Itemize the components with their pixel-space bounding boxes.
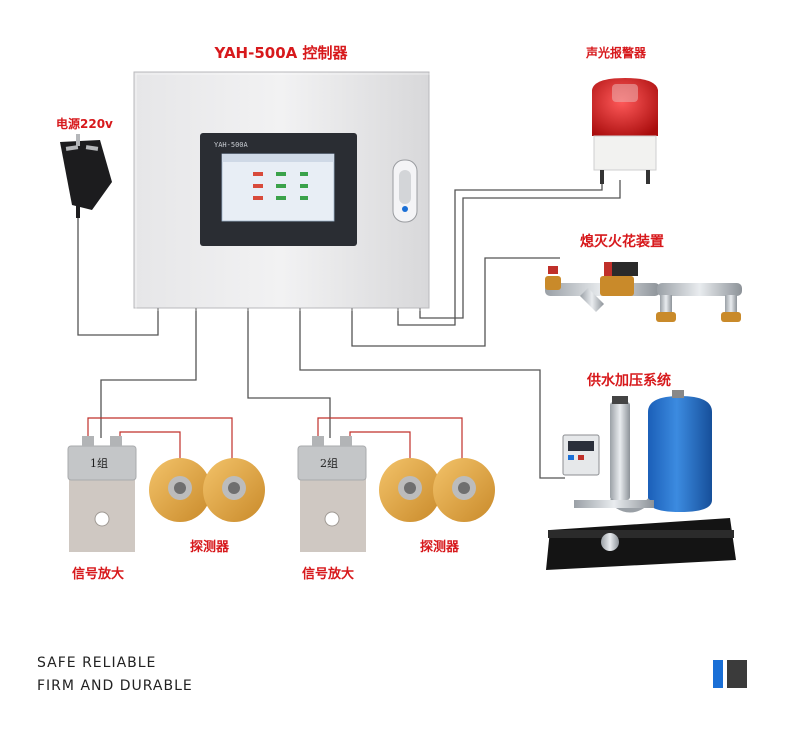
group1-box-label: 1组 <box>90 456 108 470</box>
group1-wire <box>100 308 197 438</box>
screen-model-label: YAH-500A <box>214 141 249 149</box>
alarm-wire-2 <box>419 180 621 319</box>
footer-tagline-2: FIRM AND DURABLE <box>37 678 193 694</box>
pump-wire <box>299 308 565 479</box>
group2-amp-label: 信号放大 <box>302 566 354 582</box>
power-label: 电源220v <box>56 116 113 131</box>
spark-extinguisher <box>545 262 742 322</box>
detector-1a <box>149 458 211 522</box>
wiring <box>77 180 621 479</box>
group1-detector-label: 探测器 <box>190 539 230 555</box>
extinguisher-label: 熄灭火花装置 <box>580 233 664 250</box>
pump-label: 供水加压系统 <box>586 372 671 389</box>
controller-title: YAH-500A 控制器 <box>214 44 349 62</box>
group2-detector-label: 探测器 <box>420 539 460 555</box>
group1-amp-label: 信号放大 <box>72 566 124 582</box>
power-plug <box>60 134 112 218</box>
alarm-wire <box>397 180 603 326</box>
alarm-label: 声光报警器 <box>585 45 647 60</box>
group2-box-label: 2组 <box>320 456 338 470</box>
power-wire <box>77 215 159 336</box>
alarm-light <box>592 78 658 184</box>
detector-2a <box>379 458 441 522</box>
controller-cabinet: YAH-500A <box>133 71 432 311</box>
extinguisher-wire <box>351 257 560 347</box>
footer-tagline-1: SAFE RELIABLE <box>37 655 157 671</box>
signal-amplifier-1: 1组 <box>67 436 137 552</box>
signal-amplifier-2: 2组 <box>297 436 367 552</box>
water-pump-system <box>546 390 736 570</box>
brand-mark-gray <box>727 660 747 688</box>
detector-1b <box>203 458 265 522</box>
sensor-wiring <box>87 417 463 470</box>
brand-mark-blue <box>713 660 723 688</box>
detector-2b <box>433 458 495 522</box>
